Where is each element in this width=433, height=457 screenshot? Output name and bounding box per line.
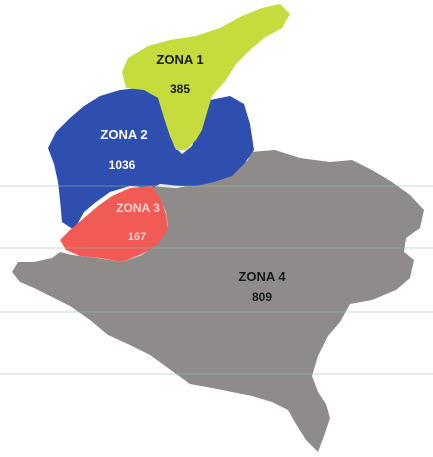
zona-4-value-label: 809	[252, 290, 272, 304]
zona-1-name-label: ZONA 1	[156, 52, 203, 67]
zona-3-name-label: ZONA 3	[116, 201, 160, 215]
zona-3-value-label: 167	[128, 231, 146, 243]
zona-1-value-label: 385	[170, 82, 190, 96]
zona-2-name-label: ZONA 2	[100, 127, 147, 142]
zona-4-region[interactable]	[12, 150, 424, 452]
zona-4-name-label: ZONA 4	[238, 269, 286, 284]
zona-1-region[interactable]	[122, 4, 290, 150]
zona-2-value-label: 1036	[109, 158, 136, 172]
zona-3-region[interactable]	[60, 186, 168, 262]
